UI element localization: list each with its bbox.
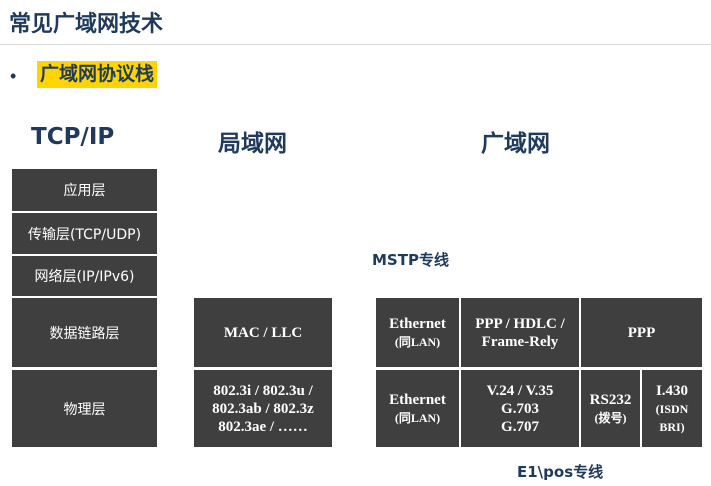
i430-name: I.430 [655, 382, 689, 399]
v24-line: G.707 [501, 418, 539, 435]
ethernet-note: (同LAN) [394, 410, 441, 425]
wan-ethernet-physical-box: Ethernet (同LAN) [376, 370, 459, 447]
tcpip-application-layer: 应用层 [12, 169, 157, 211]
title-divider [0, 44, 711, 45]
wan-ethernet-datalink-box: Ethernet (同LAN) [376, 298, 459, 367]
lan-datalink-label: MAC / LLC [223, 324, 303, 341]
layer-label: 数据链路层 [49, 325, 120, 342]
wan-v24-box: V.24 / V.35 G.703 G.707 [461, 370, 579, 447]
tcpip-network-layer: 网络层(IP/IPv6) [12, 256, 157, 296]
tcpip-transport-layer: 传输层(TCP/UDP) [12, 213, 157, 254]
layer-label: 应用层 [63, 183, 106, 199]
ethernet-note: (同LAN) [394, 334, 441, 349]
lan-datalink-box: MAC / LLC [194, 298, 332, 367]
mstp-label: MSTP专线 [372, 251, 449, 269]
ethernet-name: Ethernet [389, 315, 446, 332]
ppp-hdlc-line: PPP / HDLC / [475, 315, 565, 332]
ppp-label: PPP [627, 324, 656, 341]
wan-rs232-box: RS232 (拨号) [581, 370, 640, 447]
layer-label: 传输层(TCP/UDP) [27, 226, 142, 243]
v24-line: V.24 / V.35 [486, 382, 554, 399]
i430-note: (ISDN [655, 401, 689, 416]
wan-heading: 广域网 [481, 131, 550, 157]
lan-physical-line: 802.3ae / …… [218, 418, 308, 435]
v24-line: G.703 [501, 400, 539, 417]
ethernet-name: Ethernet [389, 391, 446, 408]
e1-pos-label: E1\pos专线 [517, 463, 604, 481]
rs232-note: (拨号) [594, 410, 627, 425]
tcpip-datalink-layer: 数据链路层 [12, 298, 157, 367]
wan-i430-box: I.430 (ISDN BRI) [642, 370, 702, 447]
lan-physical-line: 802.3i / 802.3u / [213, 382, 313, 399]
tcpip-heading: TCP/IP [31, 124, 115, 150]
bullet-text: 广域网协议栈 [37, 61, 158, 88]
wan-ppp-box: PPP [581, 298, 702, 367]
i430-note: BRI) [659, 419, 685, 434]
layer-label: 网络层(IP/IPv6) [34, 269, 135, 285]
bullet-icon: • [10, 66, 17, 86]
ppp-hdlc-line: Frame-Rely [481, 333, 559, 350]
lan-physical-box: 802.3i / 802.3u / 802.3ab / 802.3z 802.3… [194, 370, 332, 447]
lan-heading: 局域网 [218, 131, 287, 157]
layer-label: 物理层 [63, 401, 106, 418]
page-title: 常见广域网技术 [9, 12, 164, 37]
wan-ppp-hdlc-box: PPP / HDLC / Frame-Rely [461, 298, 579, 367]
tcpip-physical-layer: 物理层 [12, 370, 157, 447]
rs232-name: RS232 [589, 391, 632, 408]
lan-physical-line: 802.3ab / 802.3z [212, 400, 314, 417]
